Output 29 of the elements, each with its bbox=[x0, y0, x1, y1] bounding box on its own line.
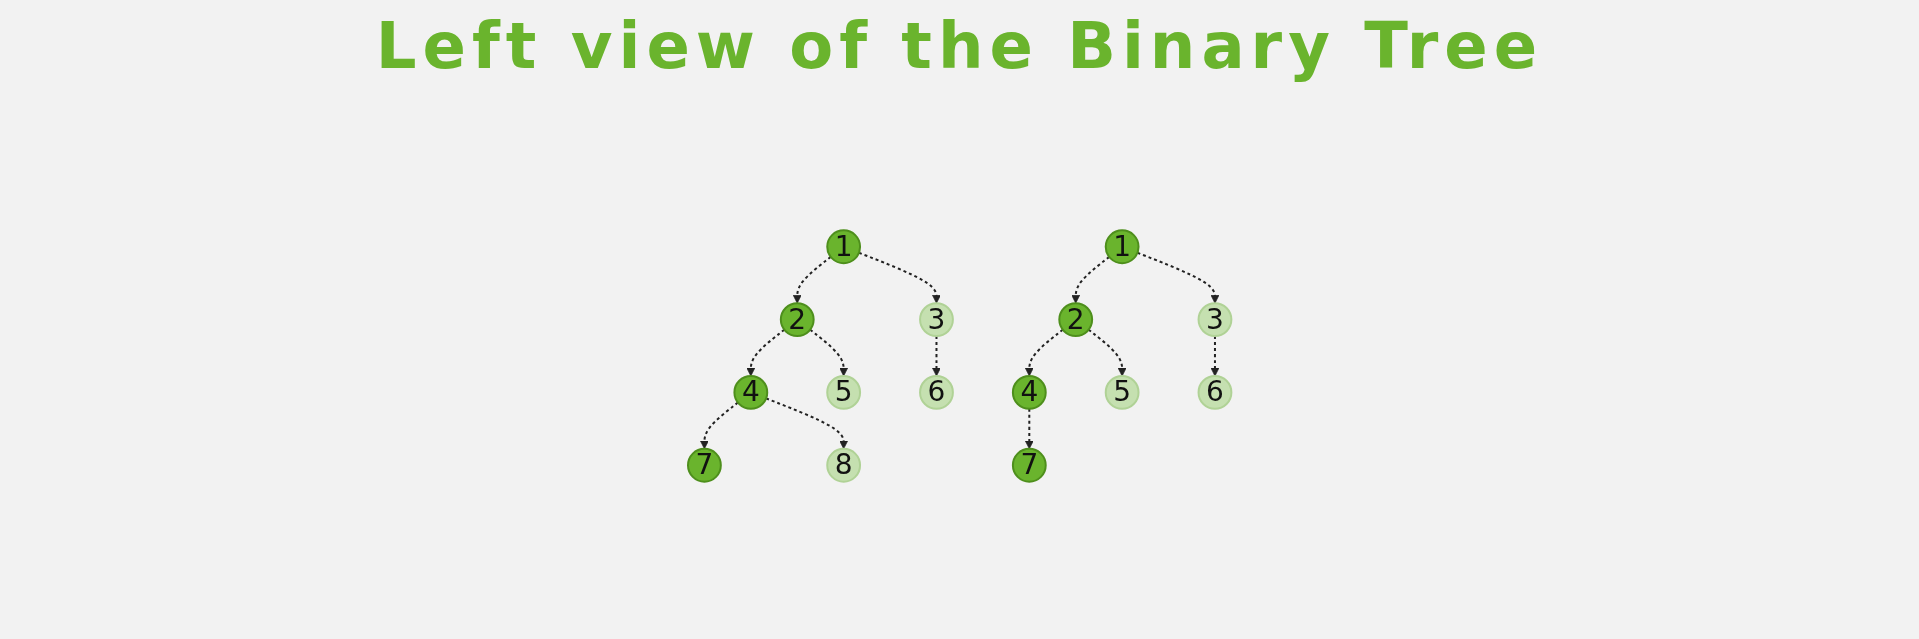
arrow bbox=[931, 335, 941, 377]
node-circle: 2 bbox=[1058, 302, 1093, 337]
node-circle: 4 bbox=[1011, 375, 1047, 410]
node-circle: 2 bbox=[779, 302, 815, 337]
node-circle: 5 bbox=[826, 375, 861, 410]
arrow bbox=[1024, 328, 1064, 377]
arrow bbox=[808, 328, 848, 377]
title: Left view of the Binary Tree bbox=[374, 8, 1545, 85]
node-circle: 1 bbox=[826, 229, 861, 265]
arrow bbox=[746, 328, 786, 377]
node-circle: 3 bbox=[1197, 302, 1233, 337]
arrow bbox=[792, 255, 832, 304]
node-circle: 3 bbox=[918, 302, 954, 337]
node-circle: 8 bbox=[826, 447, 861, 483]
node-circle: 6 bbox=[1197, 375, 1233, 410]
arrow bbox=[1210, 335, 1220, 377]
arrow bbox=[699, 401, 739, 450]
node-circle: 5 bbox=[1104, 375, 1140, 410]
node-circle: 1 bbox=[1104, 229, 1140, 265]
node-circle: 7 bbox=[686, 447, 722, 483]
arrow bbox=[857, 251, 941, 304]
arrow bbox=[1136, 251, 1220, 304]
node-circle: 6 bbox=[918, 375, 954, 410]
arrow bbox=[764, 397, 848, 450]
arrow bbox=[1071, 255, 1111, 304]
arrow bbox=[1024, 407, 1034, 450]
arrow bbox=[1087, 328, 1127, 377]
node-circle: 7 bbox=[1011, 447, 1047, 483]
node-circle: 4 bbox=[733, 375, 769, 410]
